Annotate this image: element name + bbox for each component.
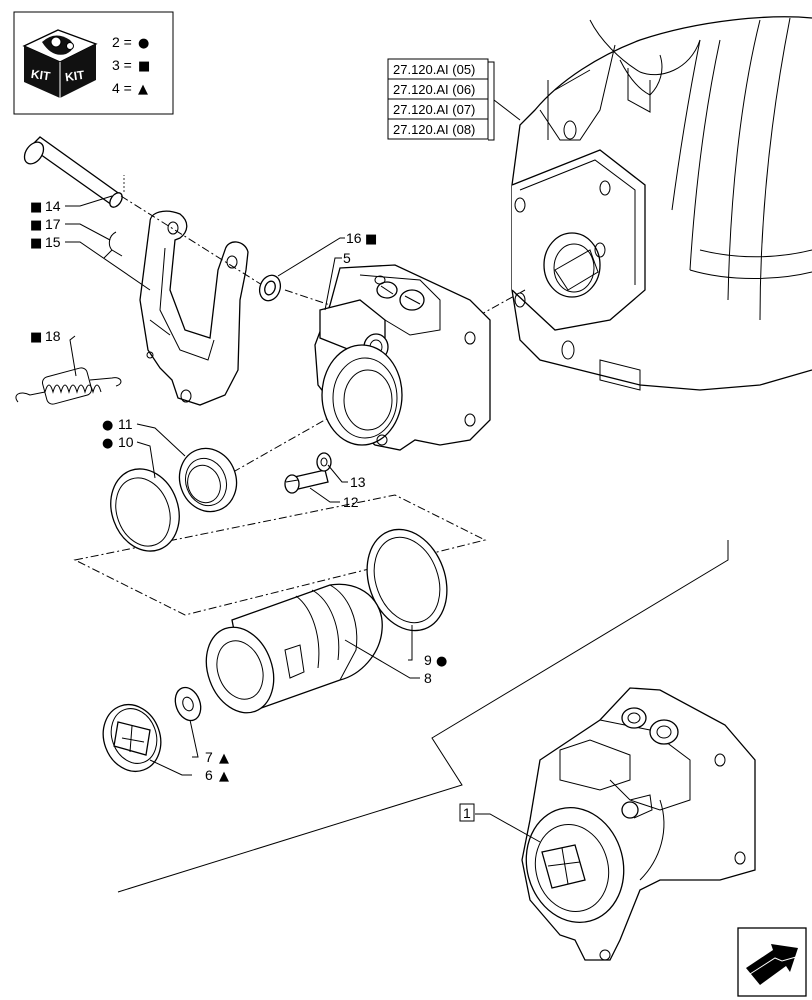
pin-part-14 [23,136,123,208]
square-symbol-icon: ■ [138,59,150,74]
reference-link[interactable]: 27.120.AI (06) [393,82,475,97]
reference-link[interactable]: 27.120.AI (07) [393,102,475,117]
seal-part-11 [178,447,238,513]
callout-10: 10 [118,434,134,450]
square-symbol-icon: ■ [30,218,42,233]
legend-num-3: 3 = [112,57,132,73]
square-symbol-icon: ■ [30,236,42,251]
triangle-symbol-icon: ▲ [219,751,229,766]
clip-part-17 [103,231,123,259]
fork-lever [139,210,249,406]
callout-8: 8 [424,670,432,686]
callout-11: 11 [118,416,133,432]
triangle-symbol-icon: ▲ [219,769,229,784]
callout-5: 5 [343,250,351,266]
legend-num-4: 4 = [112,80,132,96]
square-symbol-icon: ■ [30,330,42,345]
plug-part-6 [102,703,162,773]
circle-symbol-icon: ● [436,654,447,669]
callout-16: 16 [346,230,362,246]
kit-word-left: KIT [30,67,52,84]
square-symbol-icon: ■ [365,232,377,247]
callout-leaders [65,195,541,843]
callout-18: 18 [45,328,61,344]
callout-7: 7 [205,749,213,765]
spring-part-18 [15,367,122,405]
transmission-housing [511,16,812,391]
callout-1: 1 [463,805,471,821]
circle-symbol-icon: ● [138,36,149,51]
seal-part-10 [110,468,180,552]
kit-box-icon [22,29,98,98]
callout-14: 14 [45,198,61,214]
nut-part-13 [316,452,332,472]
reference-link[interactable]: 27.120.AI (05) [393,62,475,77]
circle-symbol-icon: ● [102,418,113,433]
callout-6: 6 [205,767,213,783]
callout-12: 12 [343,494,359,510]
triangle-symbol-icon: ▲ [138,82,148,97]
callout-15: 15 [45,234,61,250]
piston-part-8 [205,583,383,714]
callout-9: 9 [424,652,432,668]
next-page-arrow-icon[interactable] [737,927,807,997]
kit-legend: KIT KIT 2 = ● 3 = ■ 4 = ▲ [13,11,174,115]
washer-part-7 [174,686,202,722]
section-frame-lines [117,540,729,893]
seal-ring-part-9 [366,528,448,632]
bolt-part-12 [284,469,329,494]
circle-symbol-icon: ● [102,436,113,451]
reference-link[interactable]: 27.120.AI (08) [393,122,475,137]
actuator-housing-part-5 [314,264,491,451]
assembled-actuator-part-1 [521,687,756,961]
callout-labels: ■ 14 ■ 17 ■ 15 16 ■ 5 ■ 18 ● 11 ● 10 13 … [30,198,475,822]
callout-13: 13 [350,474,366,490]
square-symbol-icon: ■ [30,200,42,215]
reference-boxes: 27.120.AI (05) 27.120.AI (06) 27.120.AI … [387,58,521,141]
legend-num-2: 2 = [112,34,132,50]
washer-part-16 [258,274,282,302]
callout-17: 17 [45,216,61,232]
kit-word-right: KIT [64,68,86,85]
